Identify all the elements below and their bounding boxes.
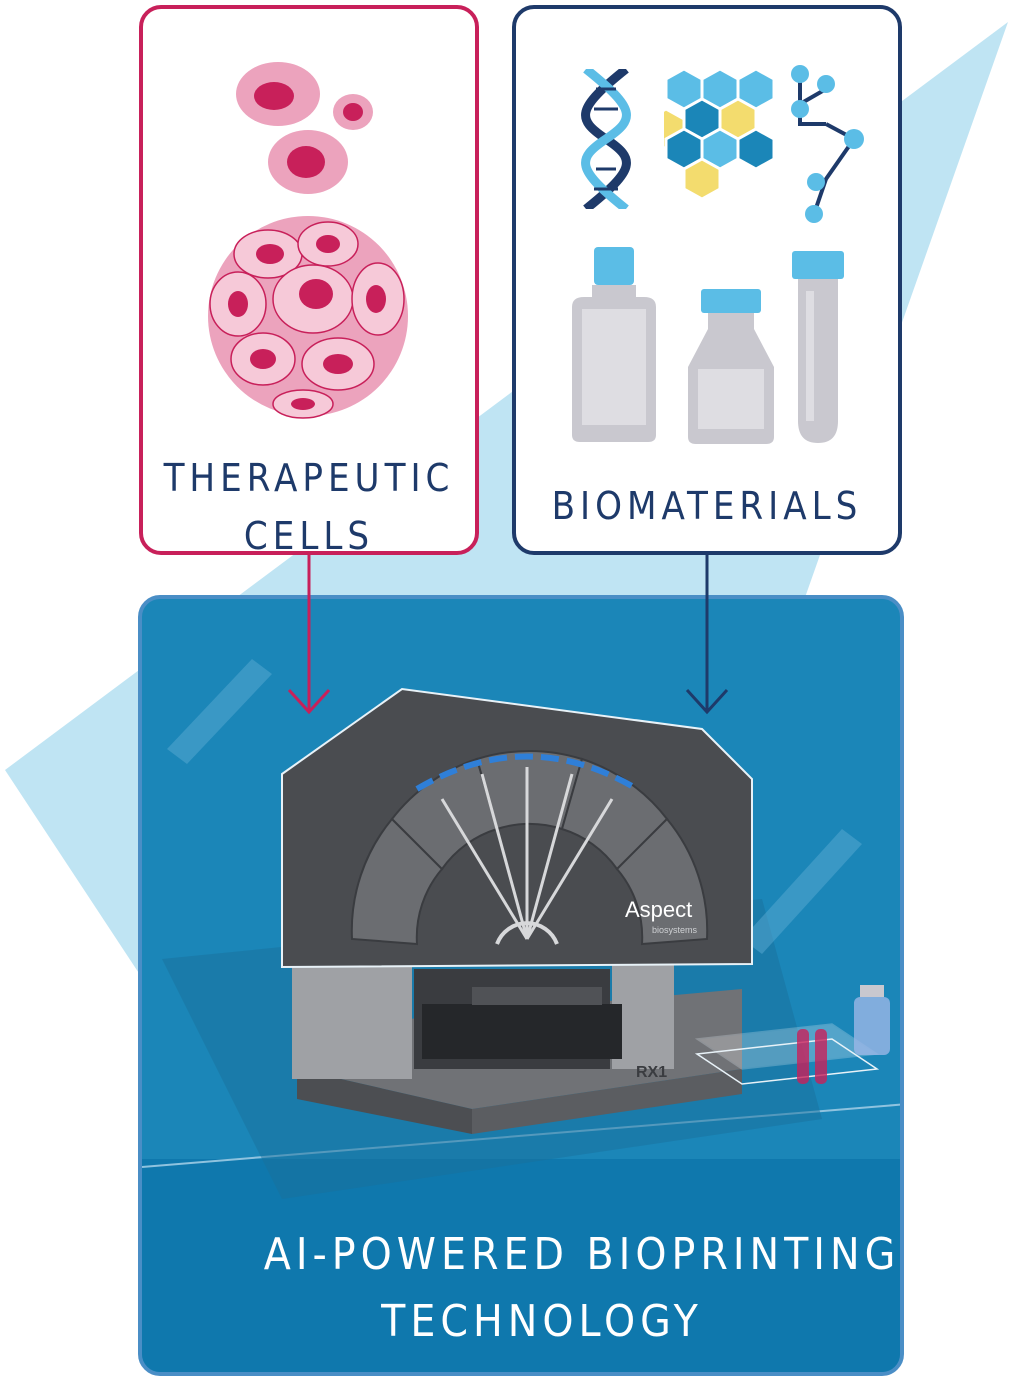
biomaterials-panel: BIOMATERIALS (512, 5, 902, 555)
vial-icon (688, 289, 774, 444)
bioprinting-panel: Aspect biosystems RX1 AI-POWERED BIOPRIN… (138, 595, 904, 1376)
hexagon-molecule-icon (664, 69, 774, 201)
molecule-chain-icon (791, 65, 864, 223)
dna-icon (581, 69, 631, 209)
bioprinter-icon: Aspect biosystems RX1 (142, 659, 900, 1372)
well-plate-icon (694, 985, 890, 1085)
therapeutic-cells-label: THERAPEUTIC CELLS (143, 449, 475, 565)
biomaterials-label: BIOMATERIALS (551, 484, 863, 528)
technology-label-line1: AI-POWERED BIOPRINTING (263, 1229, 901, 1280)
bottle-icon (572, 247, 656, 442)
therapeutic-cells-panel: THERAPEUTIC CELLS (139, 5, 479, 558)
cell-cluster-icon (208, 62, 408, 419)
cells-label-line1: THERAPEUTIC (163, 456, 455, 500)
printer-model: RX1 (636, 1064, 667, 1081)
test-tube-icon (792, 251, 844, 443)
printer-brand: Aspect (625, 897, 692, 922)
biomaterials-arrow (685, 555, 729, 715)
cells-label-line2: CELLS (243, 514, 375, 558)
technology-label-line2: TECHNOLOGY (381, 1296, 703, 1347)
printer-brand-sub: biosystems (652, 925, 698, 935)
cells-arrow (287, 555, 331, 715)
